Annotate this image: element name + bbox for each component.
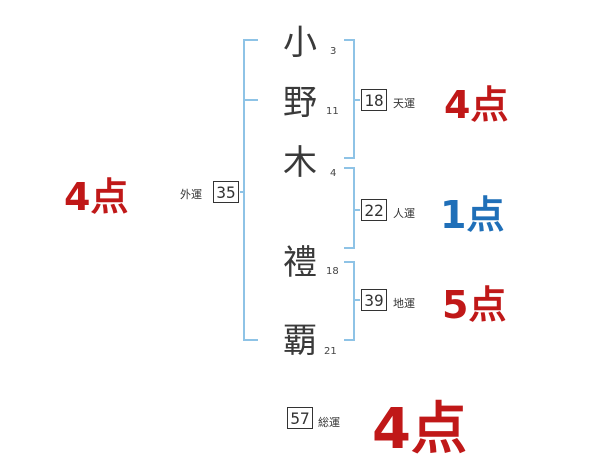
tenun-score: 4点 — [444, 83, 509, 127]
souun-value-box: 57 — [287, 407, 313, 429]
stroke-count-4: 18 — [326, 266, 339, 277]
name-char-3: 木 — [283, 143, 317, 183]
stroke-count-5: 21 — [324, 346, 337, 357]
jinun-score: 1点 — [440, 193, 505, 237]
gaiun-value-box: 35 — [213, 181, 239, 203]
souun-score: 4点 — [372, 397, 467, 462]
name-char-5: 覇 — [283, 321, 317, 361]
stroke-count-2: 11 — [326, 106, 339, 117]
stroke-count-3: 4 — [330, 168, 337, 179]
tenun-bracket — [344, 39, 355, 159]
chiun-bracket — [344, 261, 355, 341]
souun-label: 総運 — [318, 416, 340, 429]
jinun-bracket — [344, 167, 355, 249]
name-char-1: 小 — [283, 23, 317, 63]
chiun-value-box: 39 — [361, 289, 387, 311]
outer-bracket — [243, 39, 258, 341]
tenun-label: 天運 — [393, 97, 415, 110]
name-char-2: 野 — [283, 83, 317, 123]
gaiun-score: 4点 — [64, 175, 129, 219]
gaiun-label: 外運 — [180, 188, 202, 201]
tenun-value-box: 18 — [361, 89, 387, 111]
jinun-value-box: 22 — [361, 199, 387, 221]
chiun-label: 地運 — [393, 297, 415, 310]
chiun-score: 5点 — [442, 283, 507, 327]
name-char-4: 禮 — [283, 243, 317, 283]
stroke-count-1: 3 — [330, 46, 337, 57]
jinun-label: 人運 — [393, 207, 415, 220]
